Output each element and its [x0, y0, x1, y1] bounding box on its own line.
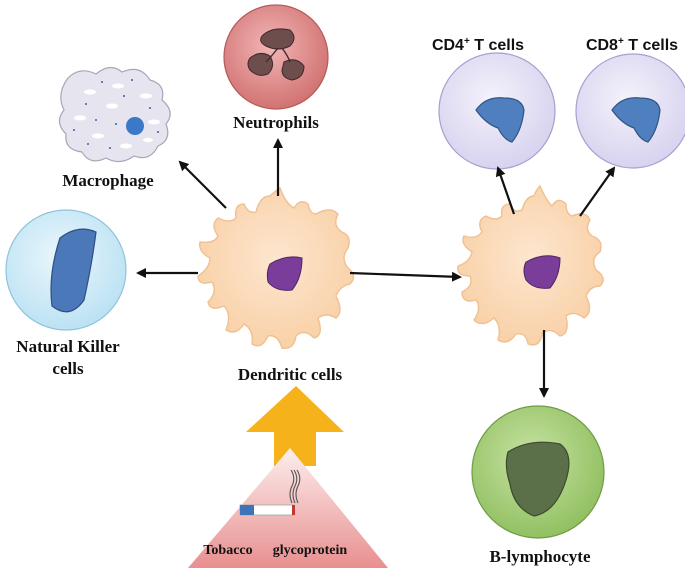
arrow-to-right-dendritic: [349, 271, 462, 282]
cd8-t-cell: [575, 53, 685, 169]
arrow-to-cd8: [579, 166, 616, 217]
natural-killer-label-line2: cells: [52, 359, 84, 378]
b-lymphocyte-label: B-lymphocyte: [489, 547, 591, 566]
neutrophils-label: Neutrophils: [233, 113, 319, 132]
b-lymphocyte-cell: [471, 405, 605, 539]
cd4-t-cell: [438, 52, 556, 170]
natural-killer-cell: [5, 209, 127, 331]
cd4-t-cells-label: CD4+ T cells: [432, 36, 524, 54]
arrow-to-cd4: [495, 166, 516, 215]
macrophage-nucleus: [126, 117, 144, 135]
arrow-to-macrophage: [178, 160, 227, 209]
glycoprotein-label: glycoprotein: [273, 543, 348, 558]
tobacco-label: Tobacco: [203, 543, 252, 558]
natural-killer-label-line1: Natural Killer: [16, 337, 120, 356]
neutrophil-cell: [223, 4, 329, 110]
dendritic-cell-left: [197, 186, 355, 349]
macrophage-label: Macrophage: [62, 171, 154, 190]
arrows: [136, 138, 616, 398]
cd8-t-cells-label: CD8+ T cells: [586, 36, 678, 54]
dendritic-cells-label: Dendritic cells: [238, 365, 343, 384]
macrophage-cell: [58, 66, 171, 163]
dendritic-cell-right: [457, 184, 604, 346]
yellow-up-arrow: [246, 386, 344, 466]
cigarette-icon: [239, 469, 301, 516]
